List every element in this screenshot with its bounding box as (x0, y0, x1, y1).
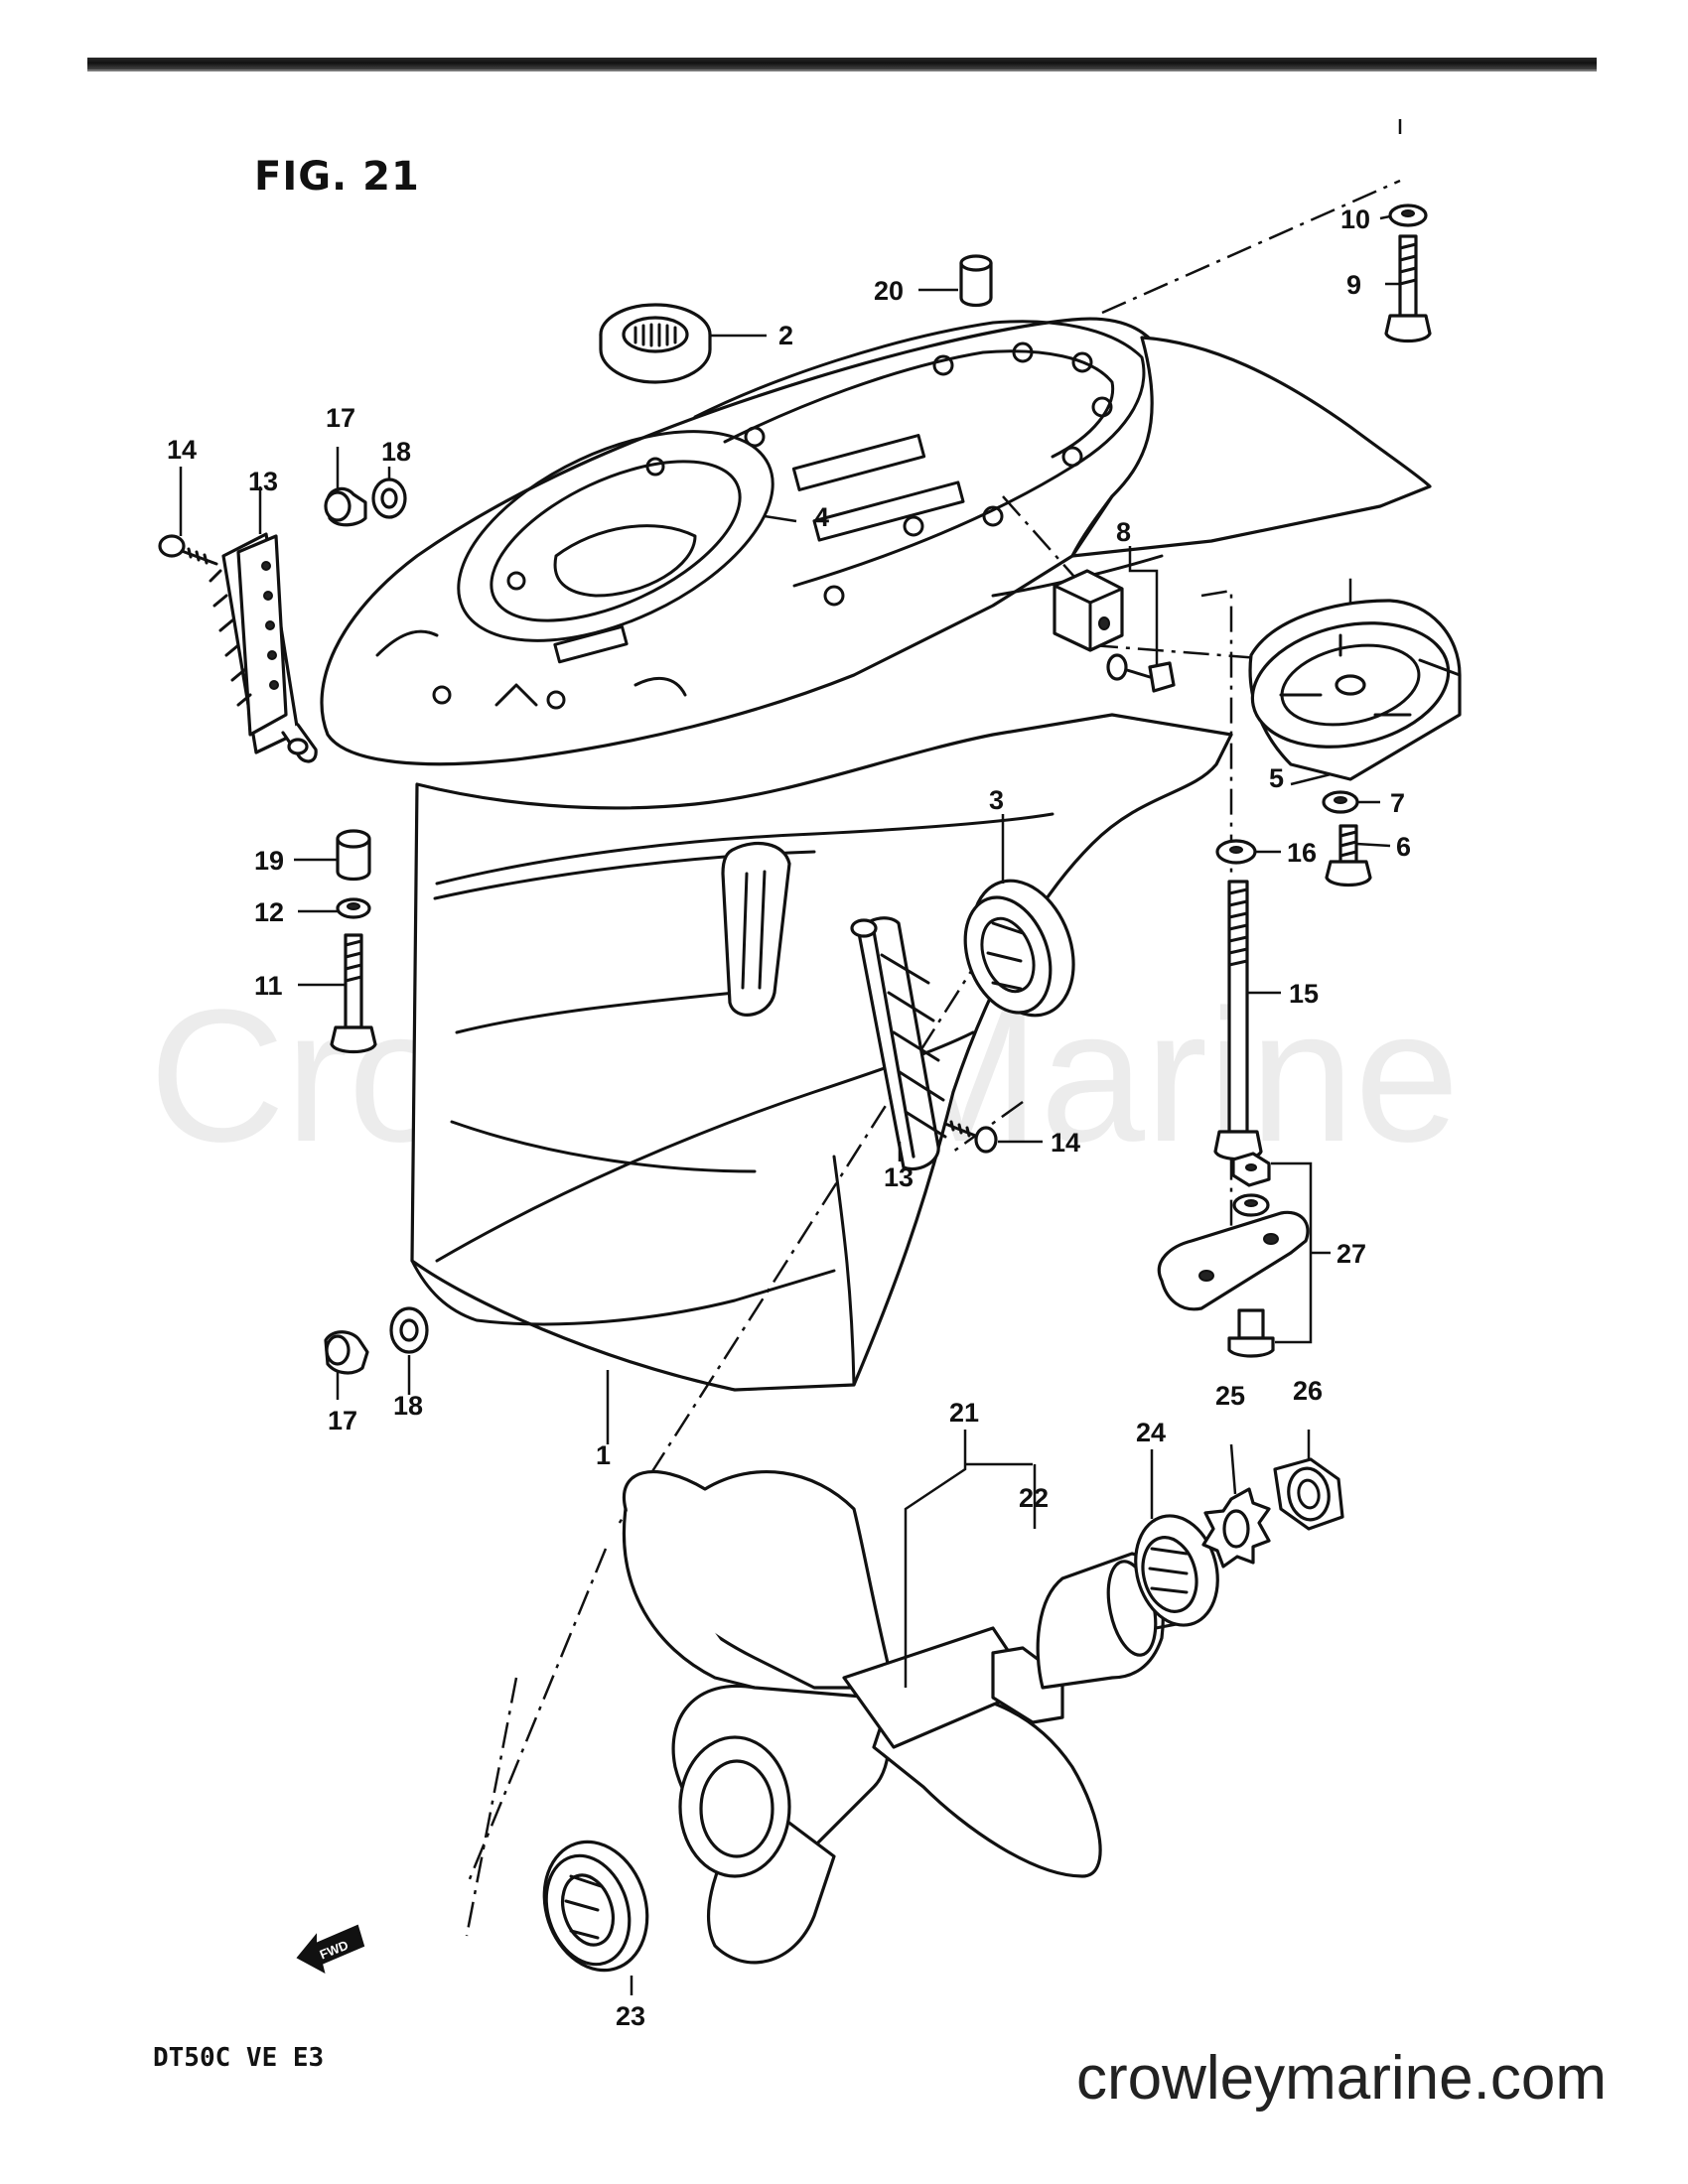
model-code: DT50C VE E3 (153, 2043, 325, 2073)
part-7-washer (1322, 790, 1359, 814)
callout-6: 6 (1396, 832, 1411, 862)
part-27-nut (1231, 1152, 1271, 1187)
part-9-bolt (1384, 234, 1432, 343)
callout-5: 5 (1269, 763, 1284, 793)
part-16-washer (1215, 839, 1257, 865)
callout-2: 2 (778, 321, 793, 350)
part-17-bushing-upper (324, 486, 367, 527)
part-17-bushing-lower (324, 1330, 369, 1375)
leader-lines (179, 119, 1402, 1995)
figure-title: FIG. 21 (254, 154, 420, 200)
callout-1: 1 (596, 1440, 611, 1470)
part-19-dowel-pin (336, 829, 371, 882)
part-15-stud-bolt (1213, 880, 1263, 1161)
part-27-bolt (1227, 1308, 1275, 1358)
fwd-direction-arrow: FWD (296, 1924, 365, 1974)
callout-13-center: 13 (884, 1162, 914, 1192)
part-21-propeller (622, 1470, 1102, 1965)
site-url: crowleymarine.com (1075, 2044, 1607, 2113)
callout-17-upper: 17 (326, 403, 355, 433)
callout-14-upper: 14 (167, 435, 197, 465)
callout-4: 4 (814, 502, 829, 532)
part-23-seal (542, 1840, 649, 1973)
callout-16: 16 (1287, 838, 1317, 868)
callout-8: 8 (1116, 517, 1131, 547)
part-18-washer-lower (389, 1306, 429, 1354)
part-5-trim-tab (1248, 599, 1462, 781)
part-27-plate (1157, 1210, 1310, 1311)
part-14-screw-lower (943, 1120, 998, 1154)
part-25-tab-washer (1201, 1487, 1271, 1569)
callout-27: 27 (1336, 1239, 1366, 1269)
callout-14-lower: 14 (1051, 1128, 1080, 1158)
part-8-block (1053, 569, 1124, 652)
callout-24: 24 (1136, 1418, 1166, 1447)
part-27-washer (1232, 1193, 1270, 1217)
callout-17-lower: 17 (328, 1406, 357, 1435)
callout-20: 20 (874, 276, 904, 306)
part-10-lock-washer (1388, 204, 1428, 227)
part-3-ball-bearing (963, 879, 1075, 1018)
callout-numbers: 1 2 3 4 5 6 7 8 9 10 11 12 13 13 14 14 1… (167, 205, 1411, 2031)
callout-3: 3 (989, 785, 1004, 815)
callout-15: 15 (1289, 979, 1319, 1009)
callout-25: 25 (1215, 1381, 1245, 1411)
part-18-washer-upper (371, 478, 407, 519)
callout-18-upper: 18 (381, 437, 411, 467)
part-24-spacer (1134, 1514, 1219, 1627)
part-13-anode-left (209, 532, 318, 763)
callout-23: 23 (616, 2001, 645, 2031)
part-12-washer (336, 897, 371, 919)
callout-7: 7 (1390, 788, 1405, 818)
callout-12: 12 (254, 897, 284, 927)
callout-22: 22 (1019, 1483, 1049, 1513)
part-26-nut (1273, 1457, 1344, 1531)
top-rule (87, 58, 1597, 69)
part-13-anode-center (850, 916, 947, 1171)
callout-11: 11 (254, 971, 283, 1001)
callout-18-lower: 18 (393, 1391, 423, 1421)
part-20-dowel-pin (959, 254, 993, 308)
part-14-screw-upper (158, 534, 218, 566)
part-2-needle-bearing (599, 303, 712, 384)
callout-9: 9 (1346, 270, 1361, 300)
callout-19: 19 (254, 846, 284, 876)
callout-13-left: 13 (248, 467, 278, 496)
part-6-bolt (1325, 824, 1372, 887)
callout-21: 21 (949, 1398, 979, 1428)
part-8-washer-bolt (1106, 653, 1176, 693)
part-11-bolt (330, 933, 377, 1054)
callout-26: 26 (1293, 1376, 1323, 1406)
callout-10: 10 (1340, 205, 1370, 234)
